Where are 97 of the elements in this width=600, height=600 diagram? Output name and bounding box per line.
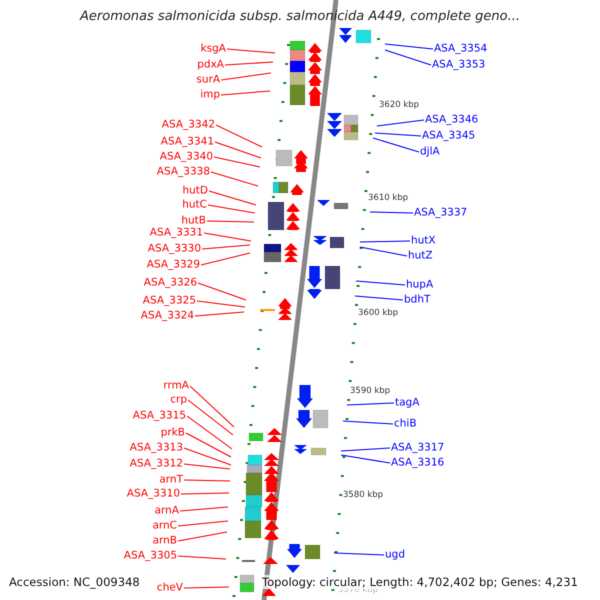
leader-line xyxy=(214,156,260,168)
gene-label: ASA_3331 xyxy=(150,226,203,240)
gene-label: arnA xyxy=(154,504,179,518)
scale-label: 3610 kbp xyxy=(368,193,408,203)
leader-line xyxy=(208,204,256,214)
gene-label: ksgA xyxy=(200,42,226,56)
leader-line xyxy=(340,454,390,464)
gene-label: ASA_3324 xyxy=(140,310,194,322)
leader-line xyxy=(184,448,232,466)
leader-line xyxy=(178,556,226,560)
leader-line xyxy=(210,172,258,186)
leader-line xyxy=(360,240,410,242)
gene-label: ugd xyxy=(385,548,405,562)
leader-line xyxy=(356,280,406,286)
leader-line xyxy=(198,282,246,300)
gene-label: surA xyxy=(196,74,220,86)
leader-line xyxy=(196,300,246,308)
scale-label: 3580 kbp xyxy=(343,490,384,500)
gene-label: djlA xyxy=(420,146,440,158)
gene-label: ASA_3342 xyxy=(162,118,215,132)
leader-line xyxy=(220,90,270,96)
leader-line xyxy=(204,232,252,242)
leader-line xyxy=(216,124,262,148)
leader-line xyxy=(180,492,230,494)
leader-line xyxy=(184,586,230,588)
leader-line xyxy=(206,220,254,222)
leader-line xyxy=(342,420,394,424)
scale-label: 3620 kbp xyxy=(379,100,420,110)
gene-label: imp xyxy=(200,88,220,102)
gene-label: hutX xyxy=(411,234,436,248)
gene-label: ASA_3326 xyxy=(144,276,197,290)
leader-line xyxy=(178,532,228,542)
footer-text: Accession: NC_009348 xyxy=(9,575,140,589)
gene-label: ASA_3317 xyxy=(391,442,444,454)
gene-label: ASA_3353 xyxy=(432,58,486,72)
diagram-title: Aeromonas salmonicida subsp. salmonicida A449, complete geno... xyxy=(78,9,521,24)
leader-line xyxy=(220,72,272,80)
gene-label: hutB xyxy=(181,214,206,228)
leader-line xyxy=(370,212,414,214)
gene-label: rrmA xyxy=(163,380,189,392)
gene-label: tagA xyxy=(395,396,420,410)
gene-label: ASA_3338 xyxy=(156,166,210,178)
leader-line xyxy=(374,132,422,136)
leader-line xyxy=(226,48,276,54)
leader-line xyxy=(334,552,384,556)
leader-line xyxy=(200,252,250,266)
gene-label: arnC xyxy=(152,520,177,532)
gene-label: ASA_3354 xyxy=(434,42,488,56)
leader-line xyxy=(384,44,434,50)
gene-label: ASA_3346 xyxy=(425,114,478,126)
leader-line xyxy=(186,416,232,450)
gene-label: ASA_3329 xyxy=(146,258,200,272)
scale-label: 3590 kbp xyxy=(350,386,390,396)
gene-label: ASA_3313 xyxy=(130,442,183,454)
leader-line xyxy=(186,432,232,458)
leader-line xyxy=(376,120,424,126)
leader-line xyxy=(340,448,390,452)
gene-label: arnT xyxy=(159,474,183,486)
leader-line xyxy=(194,312,244,316)
scale-label: 3600 kbp xyxy=(358,308,398,318)
leader-line xyxy=(184,464,230,470)
gene-label: ASA_3325 xyxy=(142,294,196,308)
gene-label: ASA_3312 xyxy=(130,458,183,470)
leader-line xyxy=(188,400,234,436)
gene-label: cheV xyxy=(156,582,183,594)
gene-label: hutC xyxy=(182,198,207,212)
leader-line xyxy=(190,386,234,428)
leader-line xyxy=(360,246,408,256)
leader-line xyxy=(354,296,404,300)
gene-label: hutZ xyxy=(408,250,433,262)
gene-label: ASA_3315 xyxy=(132,410,186,422)
leader-line xyxy=(372,138,420,152)
leader-line xyxy=(178,520,228,526)
gene-label: crp xyxy=(170,394,187,406)
gene-label: ASA_3316 xyxy=(391,456,444,470)
leader-line xyxy=(346,402,394,406)
leader-line xyxy=(224,62,274,66)
leader-line xyxy=(180,506,228,512)
gene-label: chiB xyxy=(394,418,417,430)
gene-label: ASA_3341 xyxy=(160,136,214,148)
gene-label: prkB xyxy=(160,426,185,440)
gene-label: bdhT xyxy=(404,294,430,306)
gene-label: pdxA xyxy=(197,58,224,72)
gene-label: ASA_3345 xyxy=(422,130,476,142)
gene-label: ASA_3330 xyxy=(148,242,201,256)
leader-line xyxy=(214,142,262,158)
leader-line xyxy=(384,50,432,66)
leader-line xyxy=(208,190,256,206)
gene-label: ASA_3337 xyxy=(414,206,468,220)
gene-label: ASA_3305 xyxy=(124,550,177,562)
leader-line xyxy=(184,480,230,482)
gene-label: hutD xyxy=(182,184,208,198)
gene-label: ASA_3310 xyxy=(126,488,180,500)
gene-label: ASA_3340 xyxy=(160,150,213,164)
gene-label: hupA xyxy=(406,278,434,292)
leader-line xyxy=(202,244,250,250)
gene-label: arnB xyxy=(152,534,177,548)
